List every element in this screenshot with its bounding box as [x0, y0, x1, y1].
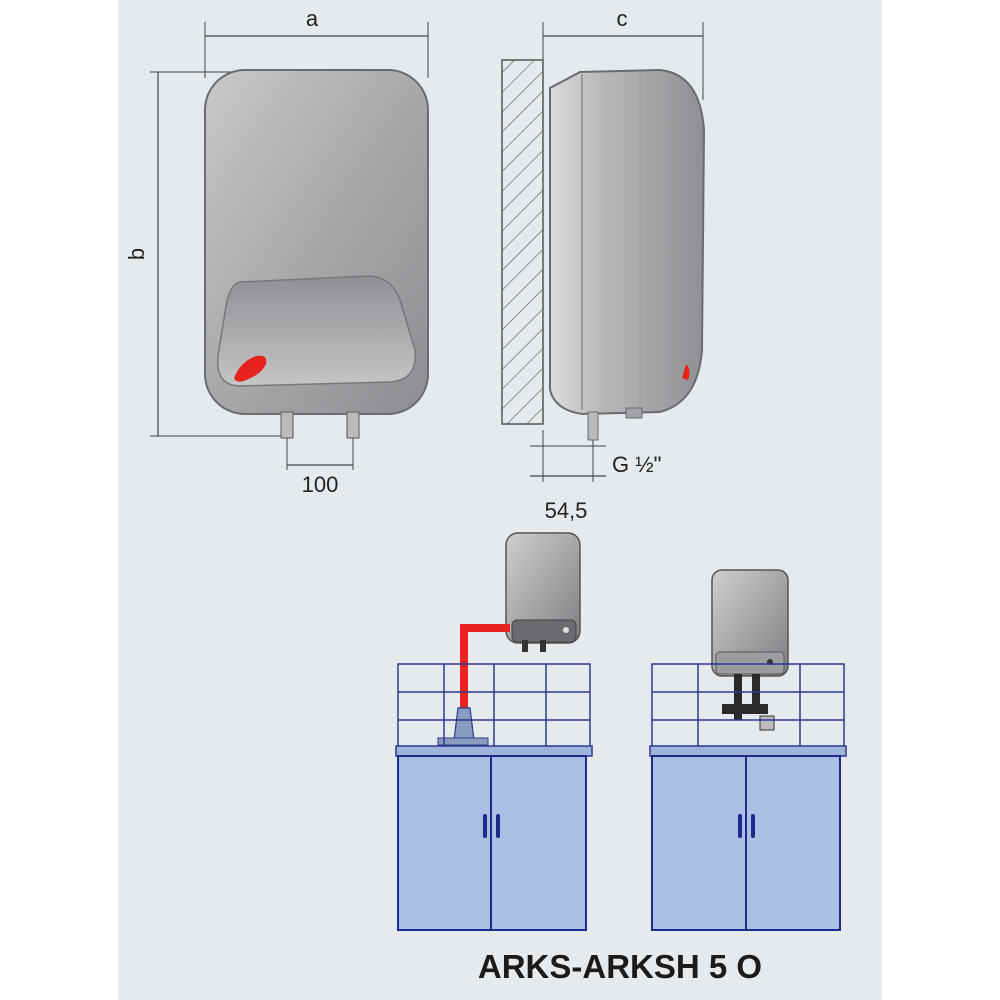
- control-panel: [216, 275, 417, 387]
- dimension-c-label: c: [617, 6, 628, 31]
- wall-hatch: [501, 59, 544, 425]
- installation-above-counter: [395, 532, 593, 931]
- cabinet-handle-right: [496, 814, 500, 838]
- countertop-2: [649, 745, 847, 757]
- dimension-pipe-spacing: 100: [286, 438, 354, 497]
- heater-side-body: [549, 68, 706, 416]
- backsplash-grid-2: [651, 663, 845, 749]
- hot-outlet-pipe: [346, 411, 360, 439]
- dimension-a-label: a: [306, 6, 319, 31]
- pipe-spacing-label: 100: [302, 472, 339, 497]
- hot-water-pipe: [460, 624, 510, 710]
- side-pipe: [587, 411, 599, 441]
- installation-with-tap: [649, 569, 847, 931]
- cabinet-2-handle-right: [751, 814, 755, 838]
- front-view: a b 100: [124, 6, 429, 497]
- wall-clearance-label: 54,5: [545, 498, 588, 523]
- cabinet-2-handle-left: [738, 814, 742, 838]
- mixer-tap: [722, 704, 768, 714]
- faucet: [453, 707, 475, 741]
- dimension-b-label: b: [124, 248, 149, 260]
- indicator-light: [234, 355, 267, 382]
- thread-label: G ½": [612, 452, 661, 477]
- model-title: ARKS-ARKSH 5 O: [478, 948, 762, 985]
- cold-inlet-pipe: [280, 411, 294, 439]
- side-view: c 54,5 G ½": [501, 6, 706, 523]
- side-indicator-light: [682, 364, 690, 380]
- countertop: [395, 745, 593, 757]
- dimension-wall-clearance: 54,5: [530, 430, 606, 523]
- cabinet-handle-left: [483, 814, 487, 838]
- backsplash-grid: [397, 663, 591, 749]
- dimension-a: a: [204, 6, 429, 78]
- small-heater-2: [711, 569, 789, 677]
